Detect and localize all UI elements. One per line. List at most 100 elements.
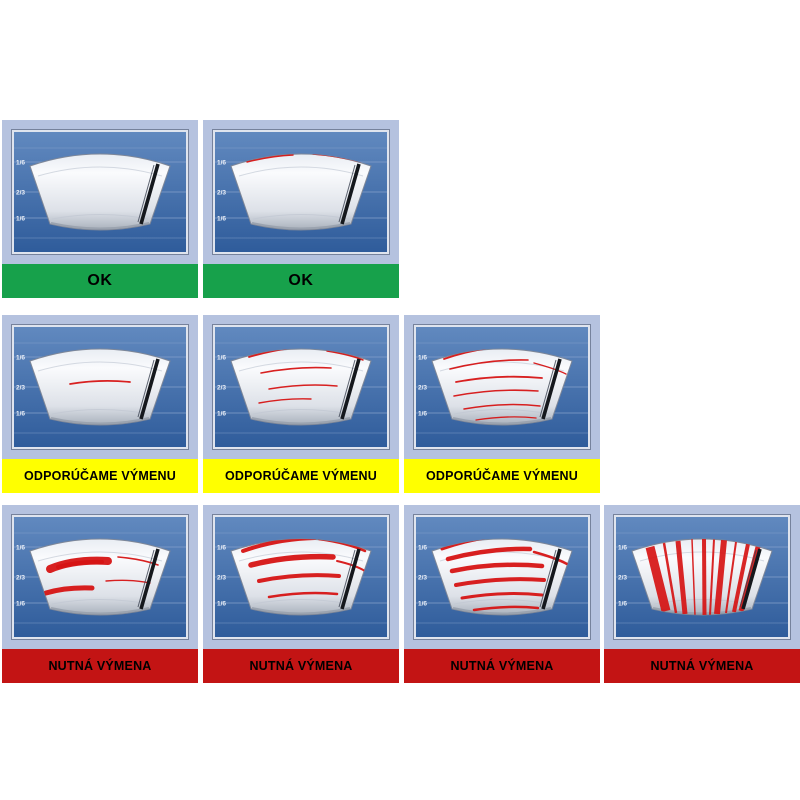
- windshield-fan: [416, 517, 588, 637]
- wiper-illustration-many-streaks: 1/6 2/3 1/6: [416, 327, 588, 447]
- wiper-illustration-trace: 1/6 2/3 1/6: [215, 132, 387, 252]
- wiper-illustration-several-streaks: 1/6 2/3 1/6: [215, 327, 387, 447]
- windshield-fan: [215, 327, 387, 447]
- wear-streaks: [645, 539, 761, 615]
- panel-frame: 1/6 2/3 1/6: [213, 325, 389, 449]
- zone-scale: 1/6 2/3 1/6: [16, 545, 25, 608]
- status-bar-warn: ODPORÚČAME VÝMENU: [203, 459, 399, 493]
- panel-frame: 1/6 2/3 1/6: [213, 515, 389, 639]
- zone-scale: 1/6 2/3 1/6: [618, 545, 627, 608]
- zone-label: 1/6: [418, 355, 427, 362]
- zone-scale: 1/6 2/3 1/6: [418, 355, 427, 418]
- zone-label: 2/3: [418, 385, 427, 392]
- zone-label: 1/6: [217, 411, 226, 418]
- zone-label: 1/6: [217, 601, 226, 608]
- zone-scale: 1/6 2/3 1/6: [16, 160, 25, 223]
- panel-frame: 1/6 2/3 1/6: [12, 515, 188, 639]
- zone-label: 1/6: [16, 355, 25, 362]
- wiper-cell-ok-2: 1/6 2/3 1/6 OK: [203, 120, 399, 298]
- panel-frame: 1/6 2/3 1/6: [414, 515, 590, 639]
- wiper-cell-ok-1: 1/6 2/3 1/6 OK: [2, 120, 198, 298]
- zone-label: 1/6: [618, 601, 627, 608]
- status-bar-ok: OK: [2, 264, 198, 298]
- wiper-panel: 1/6 2/3 1/6: [2, 120, 198, 264]
- zone-label: 1/6: [418, 545, 427, 552]
- wiper-cell-warn-2: 1/6 2/3 1/6 ODPORÚČAME VÝMENU: [203, 315, 399, 493]
- status-label: OK: [87, 272, 113, 289]
- zone-label: 2/3: [217, 385, 226, 392]
- status-label: ODPORÚČAME VÝMENU: [425, 469, 579, 483]
- windshield-fan: [616, 517, 788, 637]
- status-bar-ok: OK: [203, 264, 399, 298]
- zone-scale: 1/6 2/3 1/6: [16, 355, 25, 418]
- windshield-fan: [215, 132, 387, 252]
- status-bar-danger: NUTNÁ VÝMENA: [604, 649, 800, 683]
- zone-label: 2/3: [16, 385, 25, 392]
- zone-label: 1/6: [16, 216, 25, 223]
- status-bar-warn: ODPORÚČAME VÝMENU: [2, 459, 198, 493]
- wiper-cell-danger-1: 1/6 2/3 1/6 NUTNÁ VÝMENA: [2, 505, 198, 683]
- wear-streaks: [43, 556, 159, 596]
- windshield-fan: [14, 517, 186, 637]
- wiper-illustration-clean: 1/6 2/3 1/6: [14, 132, 186, 252]
- wear-streaks: [69, 380, 131, 385]
- zone-label: 1/6: [418, 411, 427, 418]
- wiper-panel: 1/6 2/3 1/6: [404, 505, 600, 649]
- wiper-illustration-single-streak: 1/6 2/3 1/6: [14, 327, 186, 447]
- wiper-panel: 1/6 2/3 1/6: [2, 315, 198, 459]
- windshield-fan: [416, 327, 588, 447]
- wiper-illustration-dense-streaks: 1/6 2/3 1/6: [416, 517, 588, 637]
- wiper-panel: 1/6 2/3 1/6: [203, 505, 399, 649]
- zone-label: 1/6: [16, 545, 25, 552]
- zone-label: 1/6: [618, 545, 627, 552]
- zone-label: 1/6: [418, 601, 427, 608]
- status-label: NUTNÁ VÝMENA: [450, 659, 554, 673]
- status-label: OK: [288, 272, 314, 289]
- wiper-panel: 1/6 2/3 1/6: [404, 315, 600, 459]
- panel-frame: 1/6 2/3 1/6: [12, 130, 188, 254]
- status-label: NUTNÁ VÝMENA: [650, 659, 754, 673]
- status-bar-danger: NUTNÁ VÝMENA: [2, 649, 198, 683]
- panel-frame: 1/6 2/3 1/6: [414, 325, 590, 449]
- status-label: NUTNÁ VÝMENA: [48, 659, 152, 673]
- zone-scale: 1/6 2/3 1/6: [217, 160, 226, 223]
- zone-label: 2/3: [217, 575, 226, 582]
- wiper-illustration-smears: 1/6 2/3 1/6: [14, 517, 186, 637]
- wiper-cell-danger-2: 1/6 2/3 1/6 NUTNÁ VÝMENA: [203, 505, 399, 683]
- status-label: ODPORÚČAME VÝMENU: [224, 469, 378, 483]
- wiper-panel: 1/6 2/3 1/6: [604, 505, 800, 649]
- zone-scale: 1/6 2/3 1/6: [418, 545, 427, 608]
- zone-label: 1/6: [217, 216, 226, 223]
- zone-label: 2/3: [217, 190, 226, 197]
- zone-label: 2/3: [16, 190, 25, 197]
- zone-label: 1/6: [217, 160, 226, 167]
- panel-frame: 1/6 2/3 1/6: [213, 130, 389, 254]
- wiper-panel: 1/6 2/3 1/6: [203, 120, 399, 264]
- wiper-cell-danger-4: 1/6 2/3 1/6 NUTNÁ VÝMENA: [604, 505, 800, 683]
- zone-scale: 1/6 2/3 1/6: [217, 355, 226, 418]
- wiper-cell-danger-3: 1/6 2/3 1/6 NUTNÁ VÝMENA: [404, 505, 600, 683]
- zone-label: 1/6: [217, 355, 226, 362]
- zone-label: 2/3: [16, 575, 25, 582]
- panel-frame: 1/6 2/3 1/6: [12, 325, 188, 449]
- zone-label: 1/6: [16, 601, 25, 608]
- wiper-illustration-vertical-banding: 1/6 2/3 1/6: [616, 517, 788, 637]
- wiper-panel: 1/6 2/3 1/6: [2, 505, 198, 649]
- wiper-panel: 1/6 2/3 1/6: [203, 315, 399, 459]
- zone-scale: 1/6 2/3 1/6: [217, 545, 226, 608]
- zone-label: 1/6: [16, 160, 25, 167]
- status-label: NUTNÁ VÝMENA: [249, 659, 353, 673]
- status-bar-warn: ODPORÚČAME VÝMENU: [404, 459, 600, 493]
- windshield-fan: [14, 327, 186, 447]
- status-label: ODPORÚČAME VÝMENU: [23, 469, 177, 483]
- wiper-cell-warn-3: 1/6 2/3 1/6 ODPORÚČAME VÝMENU: [404, 315, 600, 493]
- wiper-cell-warn-1: 1/6 2/3 1/6 ODPORÚČAME VÝMENU: [2, 315, 198, 493]
- windshield-fan: [14, 132, 186, 252]
- zone-label: 2/3: [418, 575, 427, 582]
- status-bar-danger: NUTNÁ VÝMENA: [203, 649, 399, 683]
- zone-label: 1/6: [217, 545, 226, 552]
- status-bar-danger: NUTNÁ VÝMENA: [404, 649, 600, 683]
- zone-label: 2/3: [618, 575, 627, 582]
- panel-frame: 1/6 2/3 1/6: [614, 515, 790, 639]
